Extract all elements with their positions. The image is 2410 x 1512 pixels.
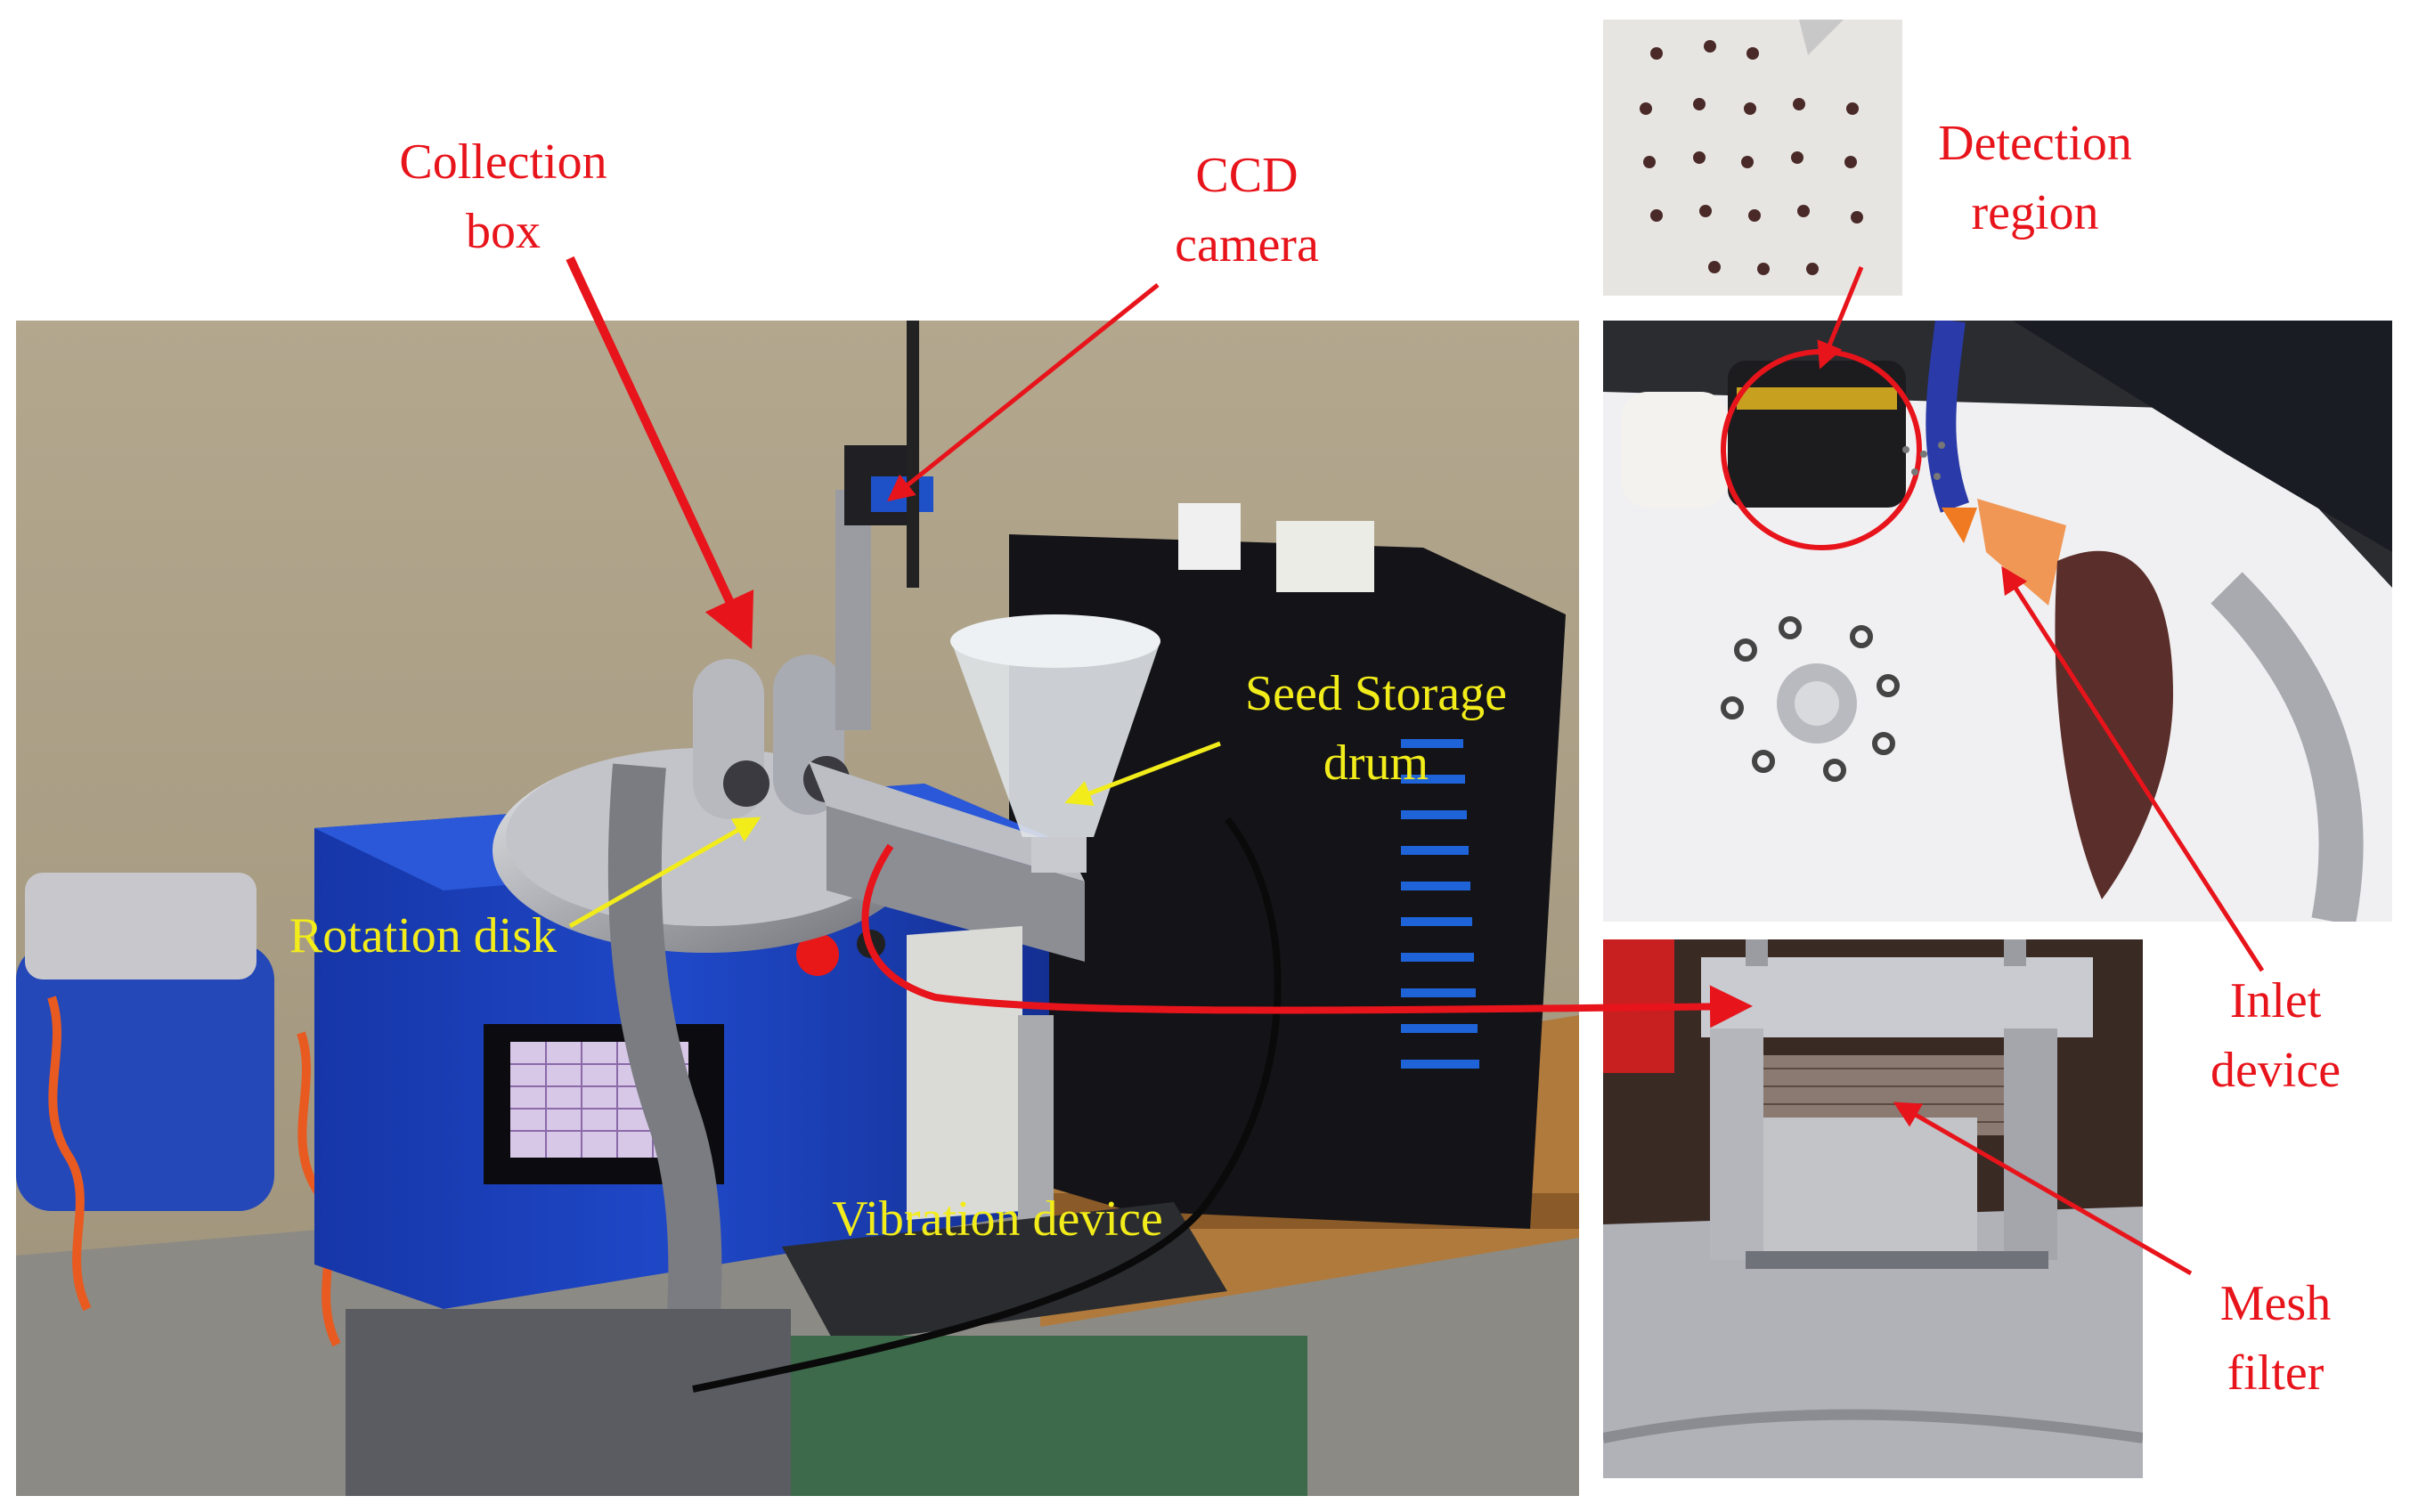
detection-region-photo xyxy=(1603,20,1902,296)
label-ccd-camera: CCD camera xyxy=(1175,148,1319,272)
label-inlet-device: Inlet device xyxy=(2210,973,2341,1098)
mesh-filter-photo xyxy=(1603,939,2143,1478)
label-collection-box: Collection box xyxy=(399,134,607,259)
label-mesh-filter: Mesh filter xyxy=(2219,1276,2332,1401)
label-rotation-disk: Rotation disk xyxy=(289,908,558,963)
label-detection-region: Detection region xyxy=(1938,116,2132,240)
disk-detail-photo xyxy=(1603,321,2392,922)
label-seed-storage-drum: Seed Storage drum xyxy=(1245,666,1507,791)
main-apparatus-photo xyxy=(16,321,1579,1496)
label-vibration-device: Vibration device xyxy=(832,1191,1163,1247)
